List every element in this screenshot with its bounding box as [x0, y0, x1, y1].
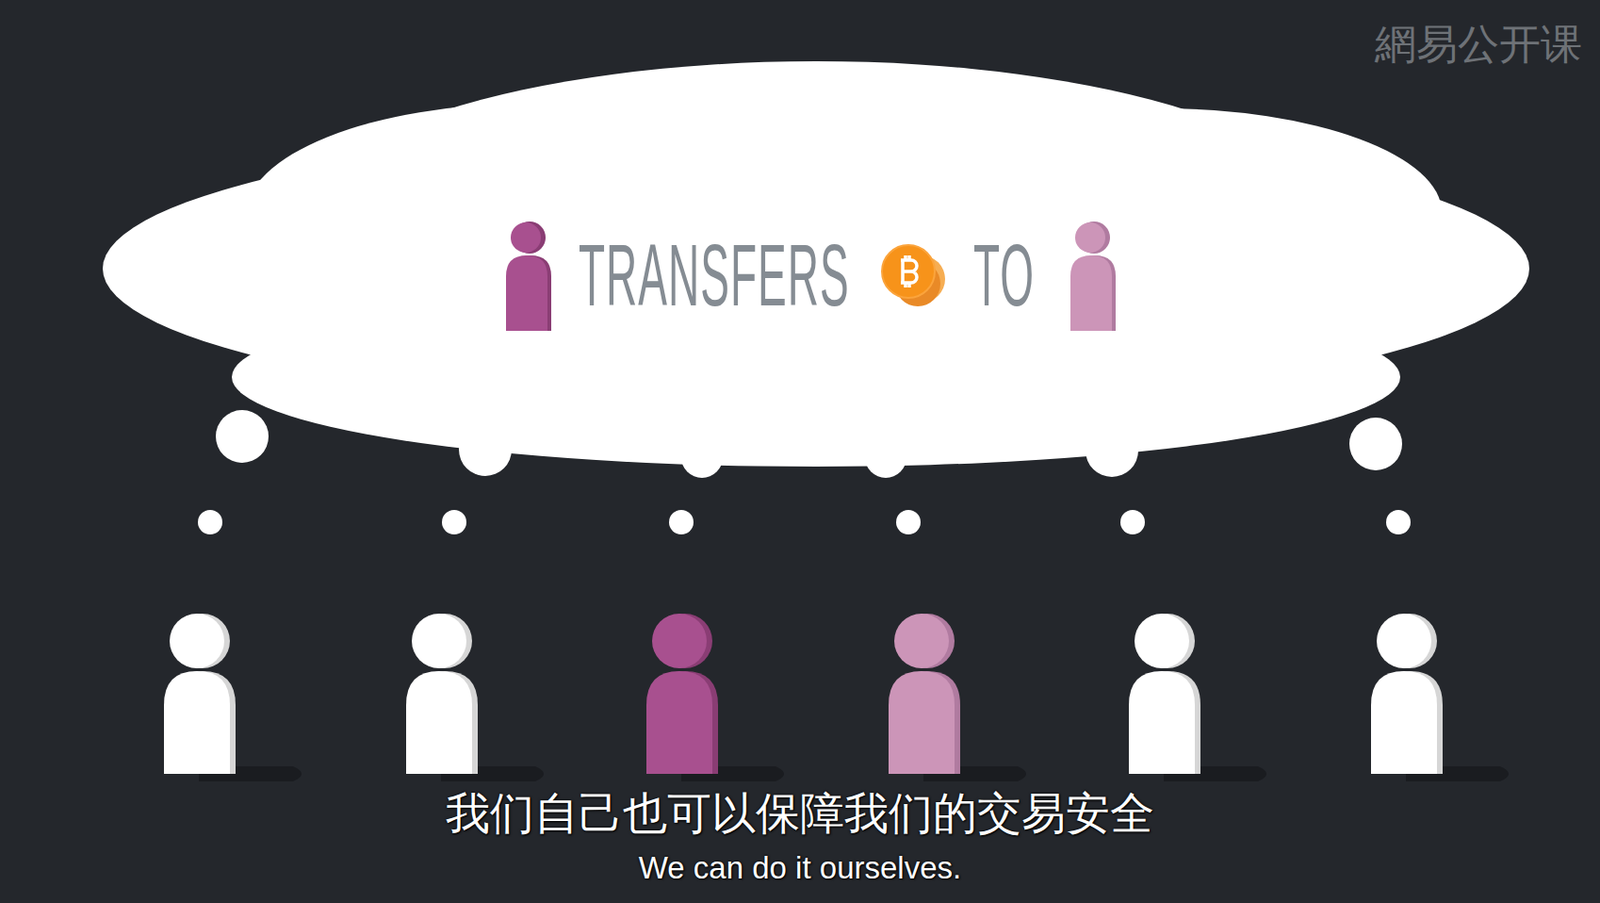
- cloud-bubble: [458, 423, 512, 476]
- coin-front: [881, 244, 935, 298]
- body-shape: [888, 670, 955, 774]
- body-shape: [506, 255, 548, 331]
- head-shape: [1376, 613, 1432, 669]
- person-figure: [888, 613, 1027, 782]
- thought-dot: [669, 509, 694, 535]
- person-icon: [505, 219, 553, 331]
- head-shape: [1134, 613, 1190, 669]
- body-shape: [406, 670, 473, 774]
- subtitle: We can do it ourselves.: [638, 849, 962, 886]
- body-shape: [1070, 255, 1112, 331]
- thought-dot: [1386, 509, 1411, 535]
- person-figure: [1128, 613, 1267, 782]
- subtitle: 我们自己也可以保障我们的交易安全: [445, 787, 1155, 839]
- cloud-node: TRANSFERS TO: [101, 61, 1532, 481]
- thought-bubble: [1349, 417, 1403, 471]
- person-figure: [1371, 613, 1509, 782]
- cloud-bubble: [681, 436, 723, 478]
- body-shape: [1128, 670, 1195, 774]
- thought-dot: [441, 509, 467, 535]
- watermark: 網易公开课: [1374, 20, 1583, 69]
- body-shape: [1371, 670, 1437, 774]
- person-figure: [646, 613, 784, 782]
- person-figure: [406, 613, 544, 782]
- cloud-word: TO: [973, 231, 1035, 319]
- thought-dot: [197, 509, 223, 535]
- bitcoin-symbol: [900, 255, 917, 288]
- head-shape: [169, 613, 225, 669]
- transfer-row: TRANSFERS TO: [505, 61, 1117, 490]
- head-shape: [1075, 222, 1106, 253]
- body-shape: [163, 670, 230, 774]
- head-shape: [894, 613, 949, 669]
- head-shape: [411, 613, 467, 669]
- head-shape: [652, 613, 707, 669]
- cloud-lobe: [876, 108, 1442, 316]
- text-wrap: TRANSFERS: [578, 231, 850, 319]
- cloud-parts: [102, 61, 1530, 478]
- cloud-word: TRANSFERS: [578, 231, 850, 319]
- cloud-bubble: [1085, 424, 1139, 477]
- head-shape: [510, 222, 541, 253]
- person-icon: [1069, 219, 1117, 331]
- person-figure: [163, 613, 302, 782]
- bitcoin-coin: [880, 241, 948, 310]
- body-shape: [646, 670, 713, 774]
- thought-bubble: [215, 409, 269, 463]
- thought-dots: [197, 509, 1411, 535]
- thought-dot: [896, 509, 921, 535]
- text-wrap: TO: [973, 231, 1036, 319]
- thought-dot: [1120, 509, 1145, 535]
- cloud-bubble: [865, 436, 907, 478]
